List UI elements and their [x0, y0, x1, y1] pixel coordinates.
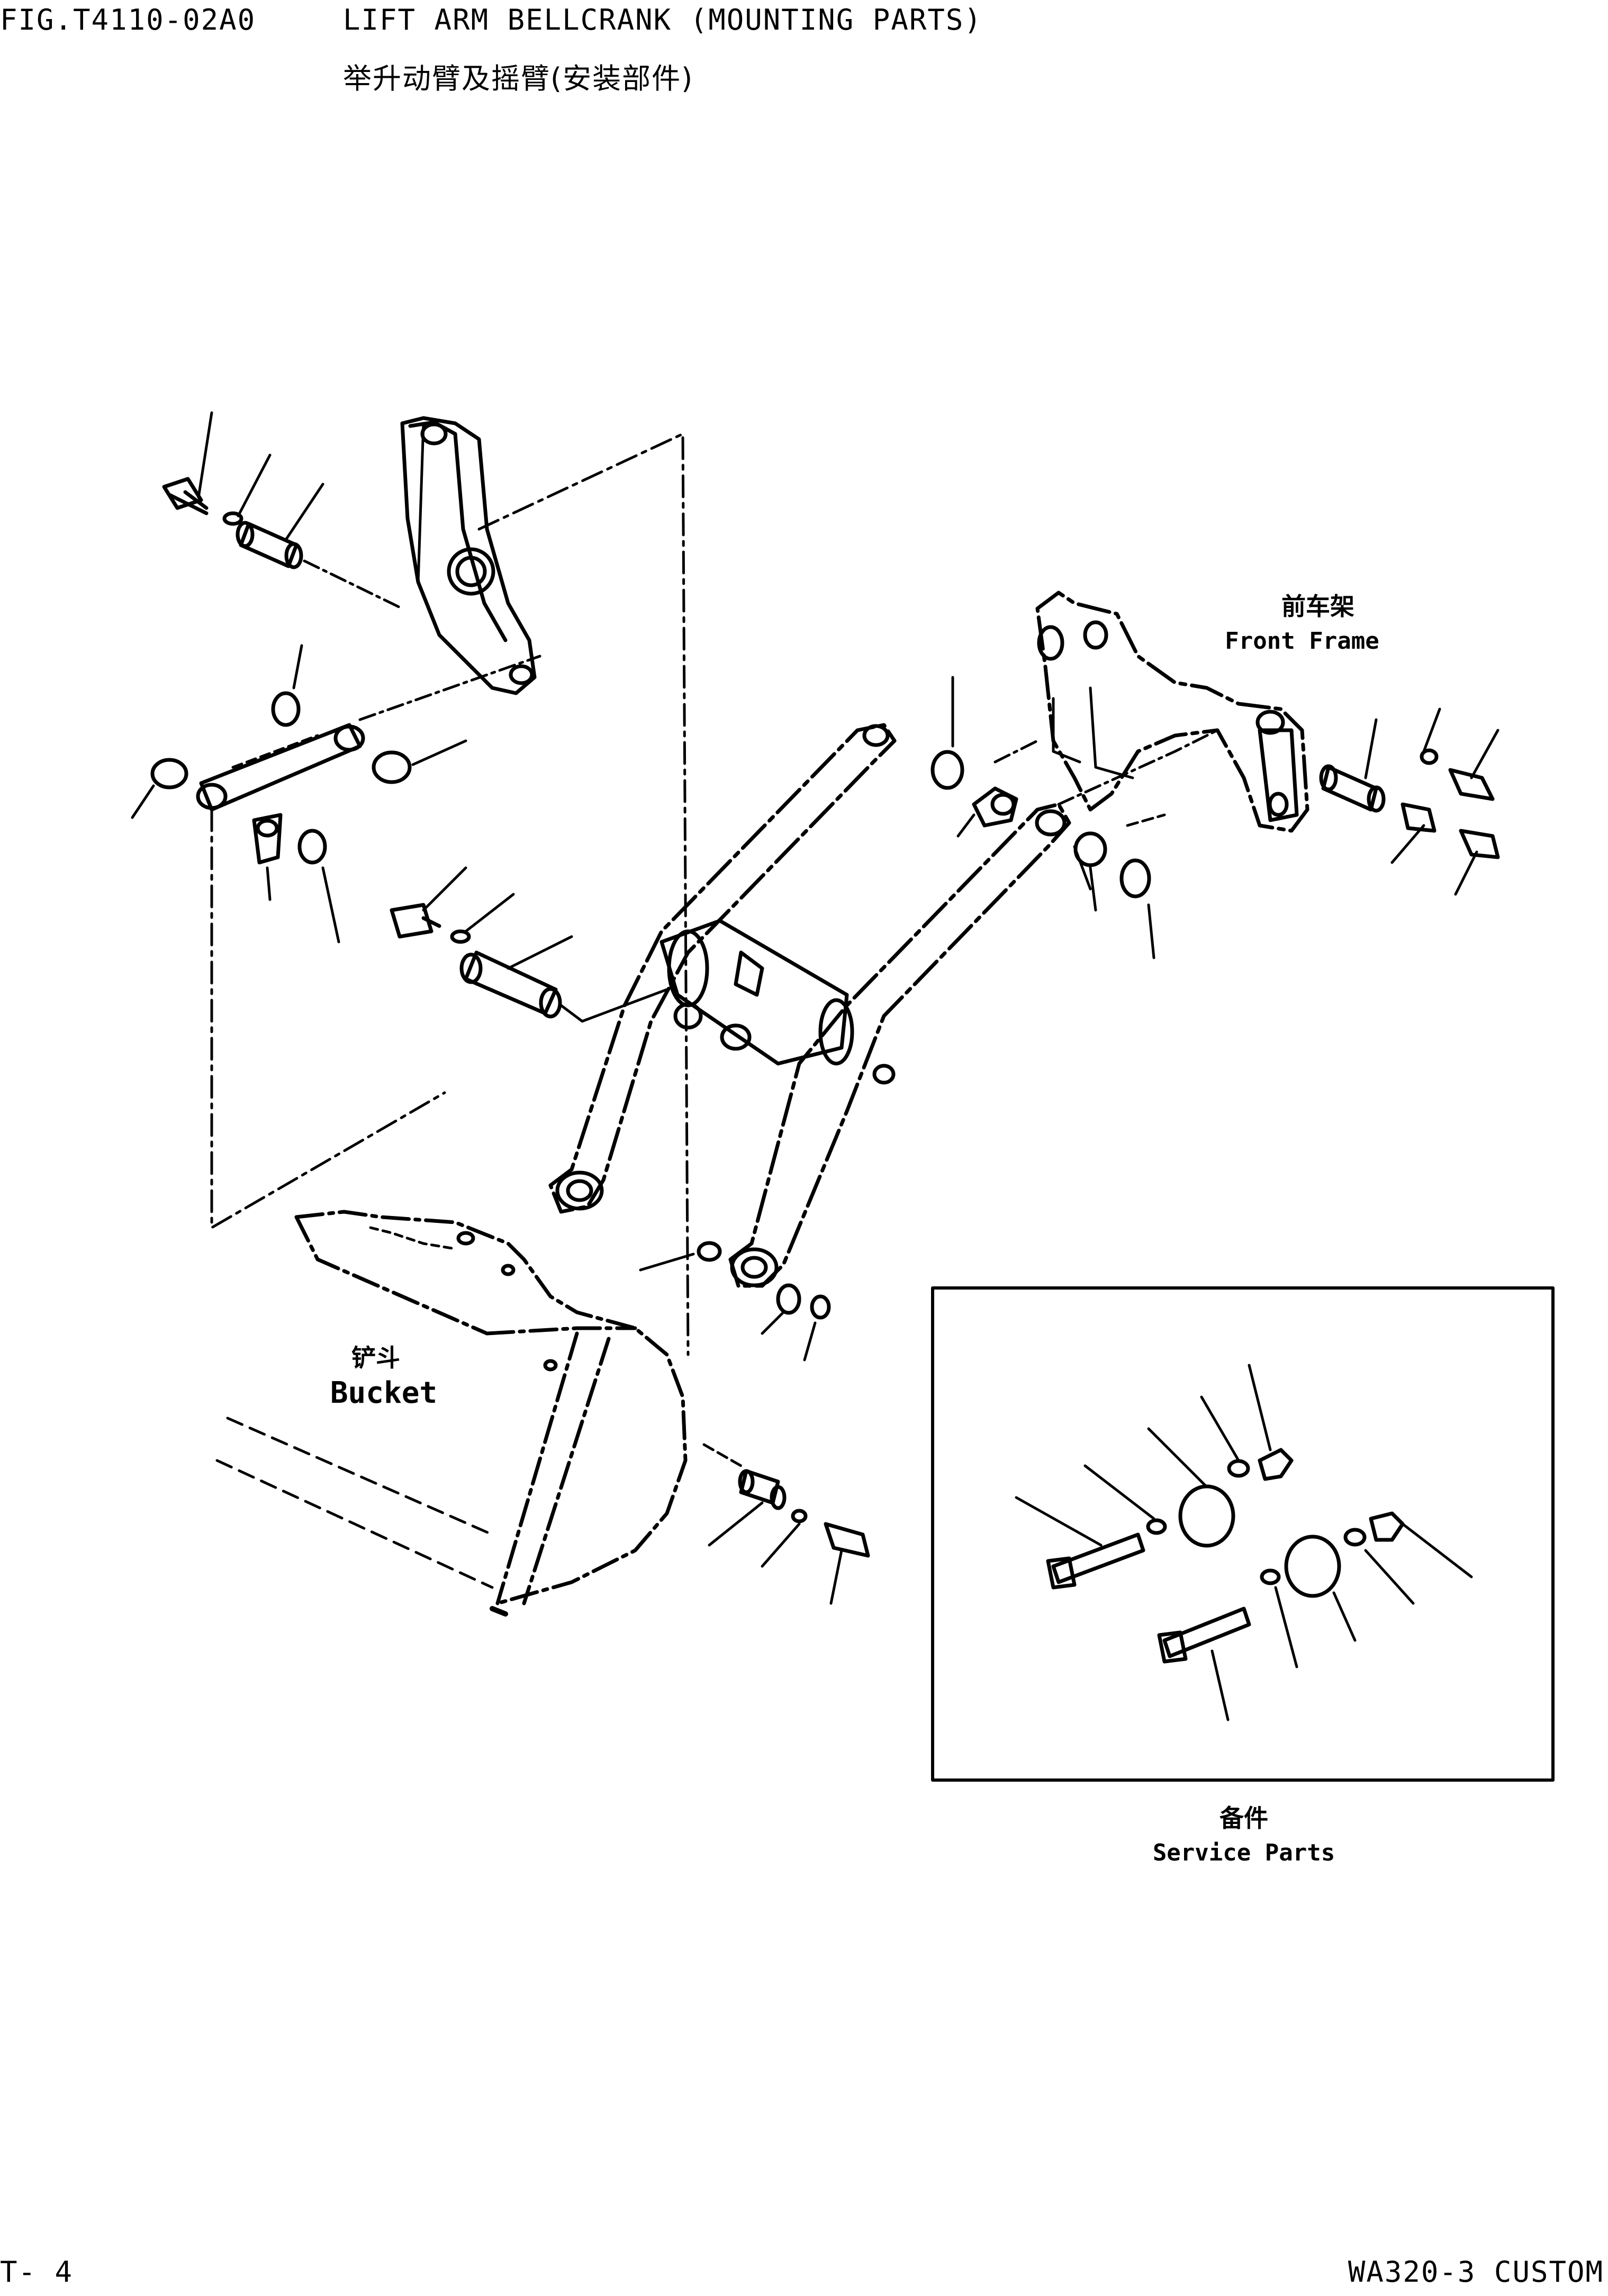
model-label: WA320-3 CUSTOM	[1348, 2255, 1604, 2289]
bucket-label-cn: 铲斗	[351, 1344, 400, 1372]
figure-title-chinese: 举升动臂及摇臂(安装部件)	[343, 62, 694, 95]
figure-title-english: LIFT ARM BELLCRANK (MOUNTING PARTS)	[343, 3, 982, 37]
front-frame	[993, 591, 1309, 833]
bucket-label: Bucket	[330, 1376, 438, 1410]
bellcrank-pin-assembly	[162, 411, 404, 610]
bucket	[215, 1210, 688, 1617]
bucket-link-frame	[210, 432, 690, 1356]
front-frame-label-cn: 前车架	[1281, 592, 1354, 621]
bellcrank	[400, 416, 537, 695]
service-parts-box	[931, 1286, 1555, 1782]
lift-arm	[548, 723, 1071, 1288]
figure-number: FIG.T4110-02A0	[0, 3, 256, 37]
link-bar	[131, 644, 541, 943]
page-number: T- 4	[0, 2255, 74, 2289]
front-frame-label: Front Frame	[1225, 628, 1379, 655]
bucket-pin-assembly	[702, 1443, 870, 1605]
lower-pin-parts	[639, 1241, 831, 1362]
frame-pin-parts	[931, 676, 1500, 959]
service-parts-label: Service Parts	[1152, 1839, 1335, 1866]
center-pin-assembly	[390, 866, 669, 1023]
service-parts-label-cn: 备件	[1219, 1804, 1268, 1832]
